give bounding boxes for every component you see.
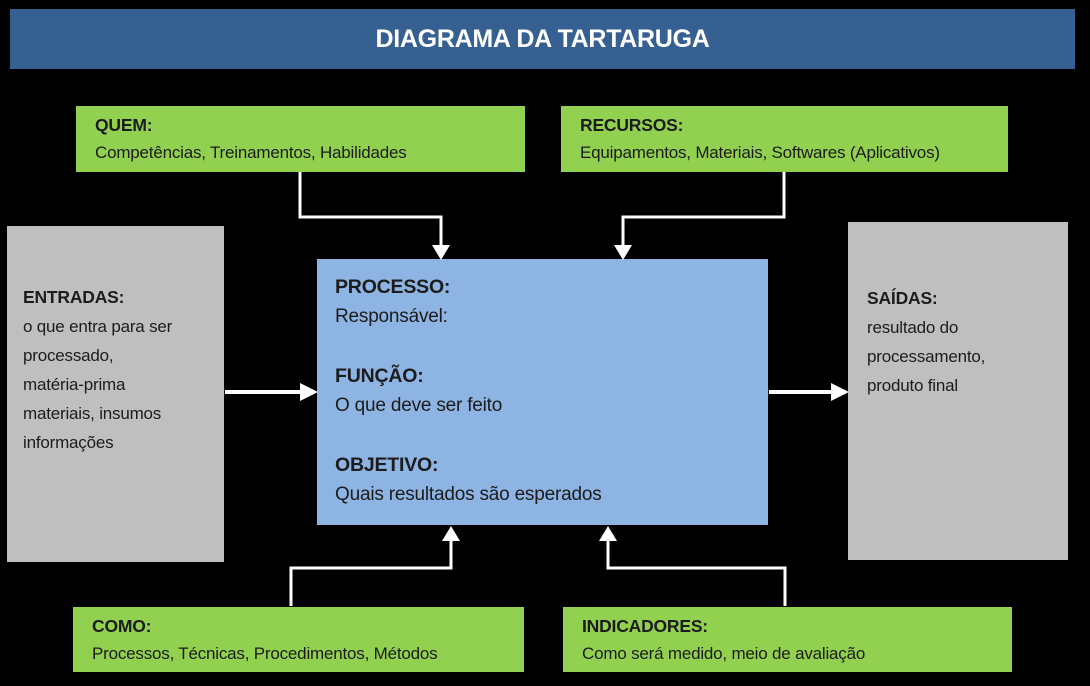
entradas-box: ENTRADAS: o que entra para ser processad… — [7, 226, 224, 562]
arrow-como-to-processo — [289, 526, 460, 606]
entradas-line: informações — [23, 433, 114, 452]
processo-section: PROCESSO: Responsável: — [335, 272, 758, 332]
quem-label: QUEM: — [95, 115, 153, 135]
objetivo-label: OBJETIVO: — [335, 454, 439, 476]
funcao-section: FUNÇÃO: O que deve ser feito — [335, 361, 758, 421]
entradas-line: materiais, insumos — [23, 404, 162, 423]
arrow-entradas-to-processo — [225, 383, 318, 401]
saidas-line: processamento, — [867, 347, 986, 366]
como-box: COMO: Processos, Técnicas, Procedimentos… — [73, 607, 524, 672]
diagram-title-bar: DIAGRAMA DA TARTARUGA — [10, 9, 1075, 69]
entradas-label: ENTRADAS: — [23, 287, 125, 307]
funcao-text: O que deve ser feito — [335, 395, 503, 416]
processo-box: PROCESSO: Responsável: FUNÇÃO: O que dev… — [317, 259, 768, 525]
arrow-recursos-to-processo — [614, 172, 786, 260]
recursos-box: RECURSOS: Equipamentos, Materiais, Softw… — [561, 106, 1008, 172]
entradas-line: o que entra para ser — [23, 317, 173, 336]
processo-text: Responsável: — [335, 306, 448, 327]
arrow-indicadores-to-processo — [599, 526, 787, 606]
objetivo-section: OBJETIVO: Quais resultados são esperados — [335, 450, 758, 510]
entradas-line: processado, — [23, 346, 114, 365]
indicadores-box: INDICADORES: Como será medido, meio de a… — [563, 607, 1012, 672]
como-text: Processos, Técnicas, Procedimentos, Méto… — [92, 643, 438, 663]
indicadores-label: INDICADORES: — [582, 615, 708, 636]
entradas-line: matéria-prima — [23, 375, 126, 394]
funcao-label: FUNÇÃO: — [335, 365, 424, 387]
como-label: COMO: — [92, 615, 152, 636]
recursos-text: Equipamentos, Materiais, Softwares (Apli… — [580, 143, 940, 162]
indicadores-text: Como será medido, meio de avaliação — [582, 643, 866, 663]
arrow-processo-to-saidas — [769, 383, 849, 401]
processo-label: PROCESSO: — [335, 276, 451, 298]
quem-box: QUEM: Competências, Treinamentos, Habili… — [76, 106, 525, 172]
objetivo-text: Quais resultados são esperados — [335, 484, 602, 505]
saidas-line: resultado do — [867, 318, 959, 337]
diagram-title: DIAGRAMA DA TARTARUGA — [375, 24, 710, 53]
quem-text: Competências, Treinamentos, Habilidades — [95, 143, 407, 162]
arrow-quem-to-processo — [298, 172, 450, 260]
saidas-label: SAÍDAS: — [867, 288, 938, 308]
saidas-box: SAÍDAS: resultado do processamento, prod… — [848, 222, 1068, 560]
saidas-line: produto final — [867, 376, 958, 395]
recursos-label: RECURSOS: — [580, 115, 684, 135]
